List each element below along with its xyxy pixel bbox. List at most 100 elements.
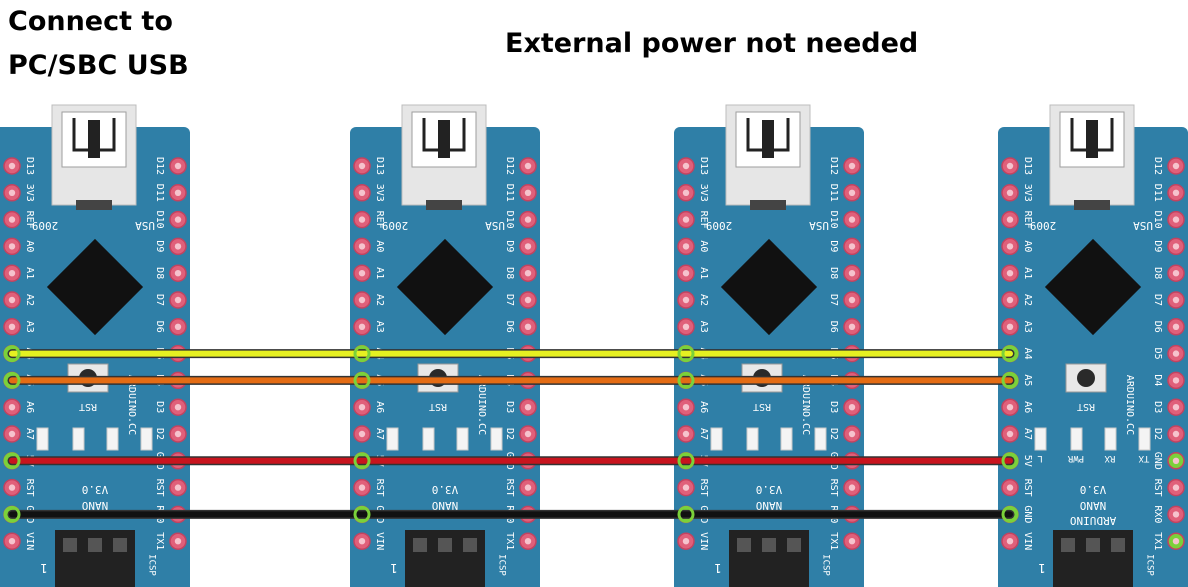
pin-label: A7 xyxy=(1022,428,1033,440)
pin-label: D11 xyxy=(1152,184,1163,202)
usb-label-right: USA xyxy=(809,219,829,232)
pin-pad-hole xyxy=(1172,404,1180,411)
pin-pad-hole xyxy=(682,243,690,250)
pin-label: A2 xyxy=(698,294,709,306)
pin-label: A1 xyxy=(1022,267,1033,279)
pin-pad-hole xyxy=(1172,457,1180,464)
pin-label: RX0 xyxy=(1152,505,1163,523)
pin-pad-hole xyxy=(358,430,366,438)
usb-pins xyxy=(750,200,786,210)
pin-pad-hole xyxy=(174,243,182,250)
icsp-pin xyxy=(737,538,751,552)
pin-label: D9 xyxy=(154,240,165,252)
pin-pad-hole xyxy=(1172,296,1180,304)
pin-label: D11 xyxy=(154,184,165,202)
pin-pad-hole xyxy=(358,323,366,330)
pin-pad-hole xyxy=(1006,484,1014,491)
heading-connect-usb: Connect to PC/SBC USB xyxy=(8,0,268,88)
pin-label: D7 xyxy=(1152,294,1163,306)
pin-label: A1 xyxy=(698,267,709,279)
pin-pad-hole xyxy=(174,216,182,223)
pin-label: RST xyxy=(154,479,165,497)
name-label: NANO xyxy=(82,499,109,512)
pin-label: RST xyxy=(374,479,385,497)
pin-label: 5V xyxy=(1022,455,1033,467)
pin-pad-hole xyxy=(848,430,856,438)
icsp-pin xyxy=(463,538,477,552)
pin-label: A1 xyxy=(374,267,385,279)
pin-pad-hole xyxy=(8,162,16,170)
pin-label: A2 xyxy=(374,294,385,306)
pin-label: 3V3 xyxy=(374,184,385,202)
pin-label: A4 xyxy=(1022,348,1033,360)
pin-pad-hole xyxy=(848,216,856,223)
version-label: V3.0 xyxy=(756,483,783,496)
pin-label: D10 xyxy=(154,211,165,229)
status-led xyxy=(36,427,49,451)
pin-label: D6 xyxy=(504,321,515,333)
usb-port-tongue xyxy=(438,120,450,158)
pin-pad-hole xyxy=(1172,484,1180,491)
pin-pad-hole xyxy=(1006,538,1014,545)
pin-label: 3V3 xyxy=(24,184,35,202)
pin-pad-hole xyxy=(682,270,690,277)
pin-label: A6 xyxy=(698,401,709,413)
pin-pad-hole xyxy=(358,162,366,170)
pin-pad-hole xyxy=(682,430,690,438)
pin-label: D3 xyxy=(504,401,515,413)
pin-one-label: 1 xyxy=(40,561,47,575)
pin-pad-hole xyxy=(848,189,856,196)
pin-pad-hole xyxy=(1006,189,1014,196)
pin-pad-hole xyxy=(1172,538,1180,545)
pin-label: A5 xyxy=(1022,374,1033,386)
pin-pad-hole xyxy=(682,162,690,170)
icsp-pin xyxy=(1111,538,1125,552)
usb-port-tongue xyxy=(1086,120,1098,158)
reset-label: RST xyxy=(79,401,97,412)
icsp-label: ICSP xyxy=(497,554,507,576)
heading-line-2: PC/SBC USB xyxy=(8,50,189,81)
pin-label: D12 xyxy=(1152,157,1163,175)
pin-label: D12 xyxy=(504,157,515,175)
pin-pad-hole xyxy=(1006,296,1014,304)
wire-junction xyxy=(677,452,695,470)
pin-label: D10 xyxy=(504,211,515,229)
pin-pad-hole xyxy=(174,270,182,277)
status-led xyxy=(140,427,153,451)
pin-pad-hole xyxy=(8,404,16,411)
heading-line-1: Connect to xyxy=(8,6,173,37)
pin-label: TX1 xyxy=(1152,532,1163,550)
icsp-label: ICSP xyxy=(1145,554,1155,576)
pin-label: VIN xyxy=(374,532,385,550)
pin-pad-hole xyxy=(1172,189,1180,196)
pin-label: RST xyxy=(698,479,709,497)
pin-label: A2 xyxy=(24,294,35,306)
pin-pad-hole xyxy=(524,484,532,491)
pin-pad-hole xyxy=(1006,404,1014,411)
pin-pad-hole xyxy=(1006,162,1014,170)
pin-pad-hole xyxy=(8,296,16,304)
pin-pad-hole xyxy=(1172,162,1180,170)
reset-label: RST xyxy=(429,401,447,412)
usb-pins xyxy=(1074,200,1110,210)
pin-label: D13 xyxy=(24,157,35,175)
pin-pad-hole xyxy=(1172,270,1180,277)
pin-label: D2 xyxy=(828,428,839,440)
pin-pad-hole xyxy=(524,216,532,223)
pin-label: TX1 xyxy=(154,532,165,550)
pin-label: A7 xyxy=(24,428,35,440)
pin-label: REF xyxy=(374,211,385,229)
pin-pad-hole xyxy=(682,189,690,196)
pin-label: RST xyxy=(504,479,515,497)
status-led xyxy=(1070,427,1083,451)
pin-pad-hole xyxy=(1006,216,1014,223)
pin-label: A6 xyxy=(1022,401,1033,413)
pin-pad-hole xyxy=(1006,430,1014,438)
pin-pad-hole xyxy=(1172,377,1180,384)
pin-label: GND xyxy=(1022,505,1033,523)
pin-pad-hole xyxy=(8,323,16,330)
pin-pad-hole xyxy=(174,296,182,304)
pin-label: RST xyxy=(24,479,35,497)
pin-label: D8 xyxy=(504,267,515,279)
